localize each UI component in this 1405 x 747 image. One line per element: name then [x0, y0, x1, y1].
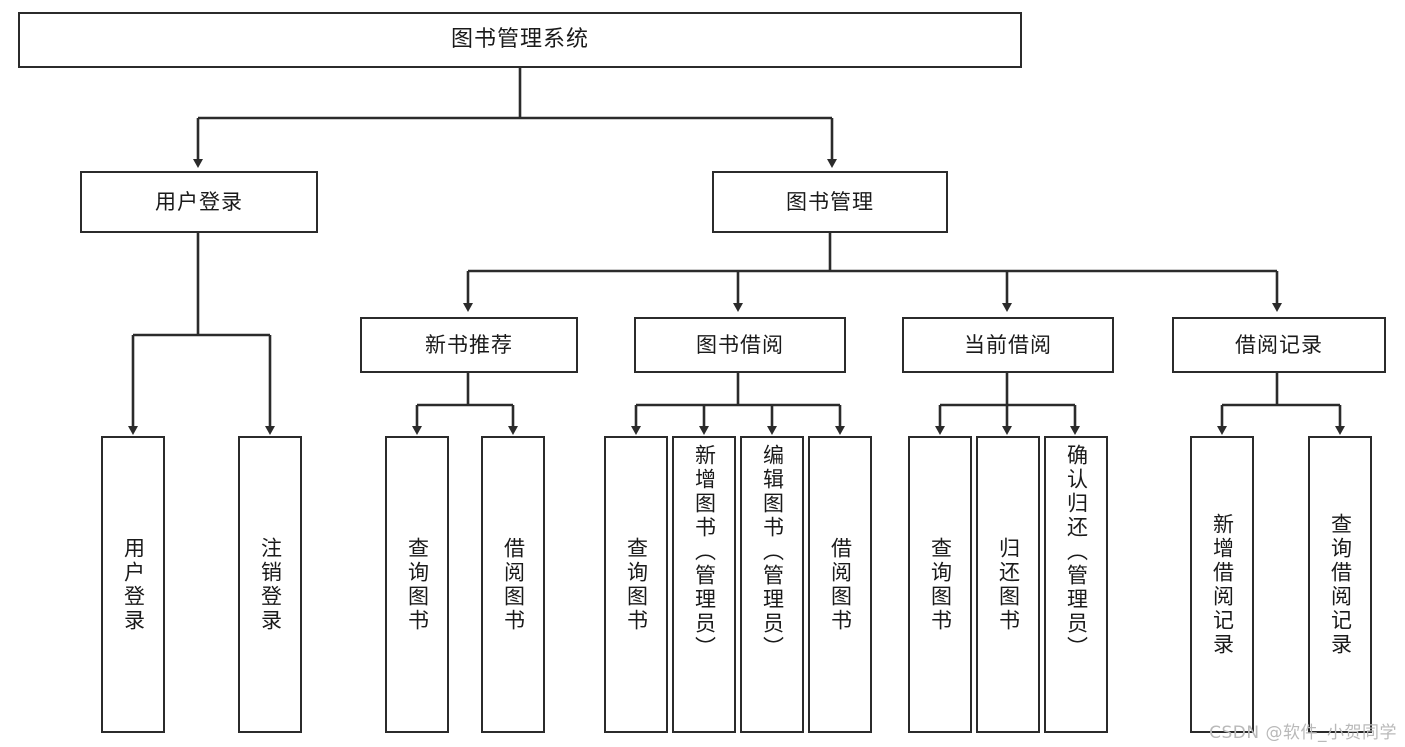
node-new-book-recommend[interactable]: 新书推荐 — [360, 317, 578, 373]
node-root-library-system[interactable]: 图书管理系统 — [18, 12, 1022, 68]
node-label: 归还图书 — [996, 536, 1021, 633]
node-label: 确认归还（管理员） — [1064, 444, 1089, 660]
node-label: 图书管理系统 — [450, 27, 589, 53]
node-label: 查询图书 — [624, 536, 649, 633]
node-label: 图书管理 — [786, 189, 874, 214]
node-leaf-edit-book-admin[interactable]: 编辑图书（管理员） — [740, 436, 804, 733]
node-label: 查询图书 — [928, 536, 953, 633]
node-leaf-query-books-borrow[interactable]: 查询图书 — [604, 436, 668, 733]
node-label: 编辑图书（管理员） — [760, 444, 785, 660]
node-leaf-logout[interactable]: 注销登录 — [238, 436, 302, 733]
node-label: 新增借阅记录 — [1210, 512, 1235, 657]
watermark-text: CSDN @软件_小贺同学 — [1209, 723, 1397, 743]
node-borrow-record[interactable]: 借阅记录 — [1172, 317, 1386, 373]
node-user-login[interactable]: 用户登录 — [80, 171, 318, 233]
node-label: 借阅图书 — [501, 536, 526, 633]
node-leaf-borrow-books[interactable]: 借阅图书 — [808, 436, 872, 733]
node-leaf-return-books[interactable]: 归还图书 — [976, 436, 1040, 733]
node-label: 借阅图书 — [828, 536, 853, 633]
node-label: 用户登录 — [121, 536, 146, 633]
node-label: 用户登录 — [155, 189, 243, 214]
node-label: 注销登录 — [258, 536, 283, 633]
node-leaf-borrow-books-recommend[interactable]: 借阅图书 — [481, 436, 545, 733]
node-current-borrow[interactable]: 当前借阅 — [902, 317, 1114, 373]
node-leaf-add-borrow-record[interactable]: 新增借阅记录 — [1190, 436, 1254, 733]
node-label: 图书借阅 — [696, 332, 784, 357]
node-label: 查询借阅记录 — [1328, 512, 1353, 657]
node-leaf-query-books-current[interactable]: 查询图书 — [908, 436, 972, 733]
node-book-management[interactable]: 图书管理 — [712, 171, 948, 233]
node-leaf-query-borrow-record[interactable]: 查询借阅记录 — [1308, 436, 1372, 733]
node-label: 新增图书（管理员） — [692, 444, 717, 660]
node-label: 查询图书 — [405, 536, 430, 633]
node-label: 当前借阅 — [964, 332, 1052, 357]
node-label: 新书推荐 — [425, 332, 513, 357]
node-leaf-query-books-recommend[interactable]: 查询图书 — [385, 436, 449, 733]
node-leaf-add-book-admin[interactable]: 新增图书（管理员） — [672, 436, 736, 733]
node-leaf-confirm-return-admin[interactable]: 确认归还（管理员） — [1044, 436, 1108, 733]
node-label: 借阅记录 — [1235, 332, 1323, 357]
node-book-borrow[interactable]: 图书借阅 — [634, 317, 846, 373]
node-leaf-user-login[interactable]: 用户登录 — [101, 436, 165, 733]
